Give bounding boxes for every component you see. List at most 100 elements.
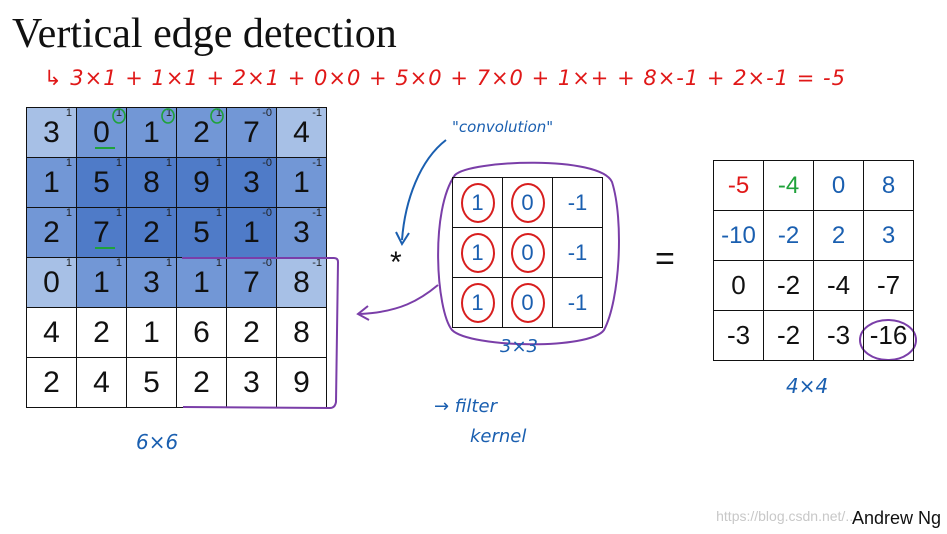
input-weight-superscript: 1 [215, 207, 222, 219]
slide-title: Vertical edge detection [12, 11, 397, 57]
input-weight-superscript: -0 [262, 257, 272, 269]
input-value: 3 [293, 215, 310, 249]
input-value: 5 [93, 165, 110, 199]
filter-cell: 1 [452, 227, 503, 278]
input-weight-superscript: 1 [65, 107, 72, 119]
output-cell: -2 [763, 210, 814, 261]
input-weight-superscript: 1 [65, 207, 72, 219]
output-cell: 8 [863, 160, 914, 211]
output-cell: -4 [763, 160, 814, 211]
input-weight-superscript: 1 [215, 257, 222, 269]
filter-cell: -1 [552, 227, 603, 278]
input-value: 7 [243, 265, 260, 299]
output-cell: -7 [863, 260, 914, 311]
input-cell: 3-1 [276, 207, 327, 258]
filter-cell: 0 [502, 177, 553, 228]
input-weight-superscript: 1 [165, 157, 172, 169]
input-region-outline [182, 257, 340, 410]
input-value: 9 [193, 165, 210, 199]
input-cell: 1-0 [226, 207, 277, 258]
input-value: 9 [293, 365, 310, 399]
arrowhead-input [356, 305, 370, 321]
input-value: 3 [143, 265, 160, 299]
output-cell: 3 [863, 210, 914, 261]
input-value: 2 [93, 315, 110, 349]
author-credit: Andrew Ng [851, 508, 941, 528]
output-cell: -5 [713, 160, 764, 211]
input-cell: 8 [276, 307, 327, 358]
input-weight-superscript: -1 [312, 207, 322, 219]
filter-value: 0 [510, 182, 545, 223]
output-cell: 0 [713, 260, 764, 311]
output-cell: -3 [813, 310, 864, 361]
output-cell: 2 [813, 210, 864, 261]
input-value: 1 [143, 115, 160, 149]
input-value: 2 [243, 315, 260, 349]
input-value: 2 [143, 215, 160, 249]
input-value: 2 [43, 215, 60, 249]
input-value: 3 [243, 365, 260, 399]
input-value: 0 [43, 265, 60, 299]
filter-value: -1 [567, 239, 588, 265]
output-cell: -10 [713, 210, 764, 261]
convolve-operator: * [390, 246, 402, 279]
arrow-to-input-region [359, 284, 439, 315]
filter-circle-outline [437, 161, 620, 346]
input-value: 4 [93, 365, 110, 399]
input-weight-superscript: -0 [262, 207, 272, 219]
filter-cell: 1 [452, 177, 503, 228]
output-size-label: 4×4 [786, 374, 829, 398]
equals-sign: = [655, 240, 675, 278]
input-value: 0 [93, 115, 110, 149]
input-weight-superscript: 1 [115, 107, 122, 119]
input-value: 1 [193, 265, 210, 299]
input-weight-superscript: 1 [115, 207, 122, 219]
handwritten-formula: ↳ 3×1 + 1×1 + 2×1 + 0×0 + 5×0 + 7×0 + 1×… [44, 66, 846, 90]
input-cell: 1 [126, 307, 177, 358]
input-value: 1 [93, 265, 110, 299]
input-value: 6 [193, 315, 210, 349]
convolution-arrow [401, 139, 447, 241]
input-cell: 3 [226, 357, 277, 408]
watermark: https://blog.csdn.net/... [716, 508, 857, 524]
filter-value: 0 [510, 232, 545, 273]
input-value: 8 [143, 165, 160, 199]
output-cell: -2 [763, 260, 814, 311]
filter-value: -1 [567, 189, 588, 215]
input-value: 7 [243, 115, 260, 149]
output-row: 0-2-4-7 [713, 260, 914, 311]
output-cell: -3 [713, 310, 764, 361]
filter-value: 1 [460, 282, 495, 323]
input-weight-superscript: 1 [165, 107, 172, 119]
convolution-note: "convolution" [452, 118, 554, 136]
filter-value: -1 [567, 289, 588, 315]
input-value: 4 [43, 315, 60, 349]
input-weight-superscript: 1 [165, 257, 172, 269]
input-weight-superscript: -0 [262, 157, 272, 169]
input-cell: 4-1 [276, 107, 327, 158]
input-value: 1 [243, 215, 260, 249]
input-cell: 4 [76, 357, 127, 408]
output-cell: -16 [863, 310, 914, 361]
filter-value: 1 [460, 182, 495, 223]
input-value: 5 [143, 365, 160, 399]
input-weight-superscript: 1 [65, 157, 72, 169]
